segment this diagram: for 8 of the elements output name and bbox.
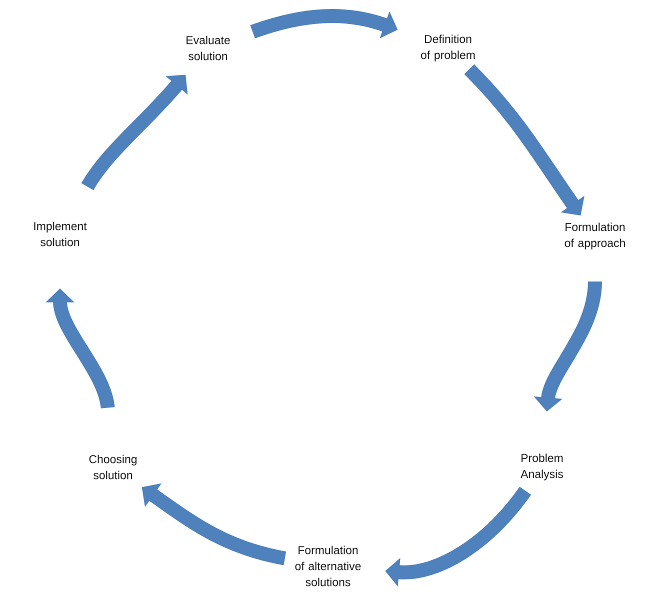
curved-arrow <box>464 64 584 216</box>
step-label: Choosing solution <box>89 454 137 480</box>
step-label: Problem Analysis <box>520 454 563 480</box>
step-label: Implement solution <box>34 222 87 246</box>
step-label: Evaluate solution <box>186 36 230 60</box>
step-label: Formulation of approach <box>564 222 625 250</box>
step-label: Definition of problem <box>421 34 475 62</box>
step-label: Formulation of alternative solutions <box>295 546 361 586</box>
